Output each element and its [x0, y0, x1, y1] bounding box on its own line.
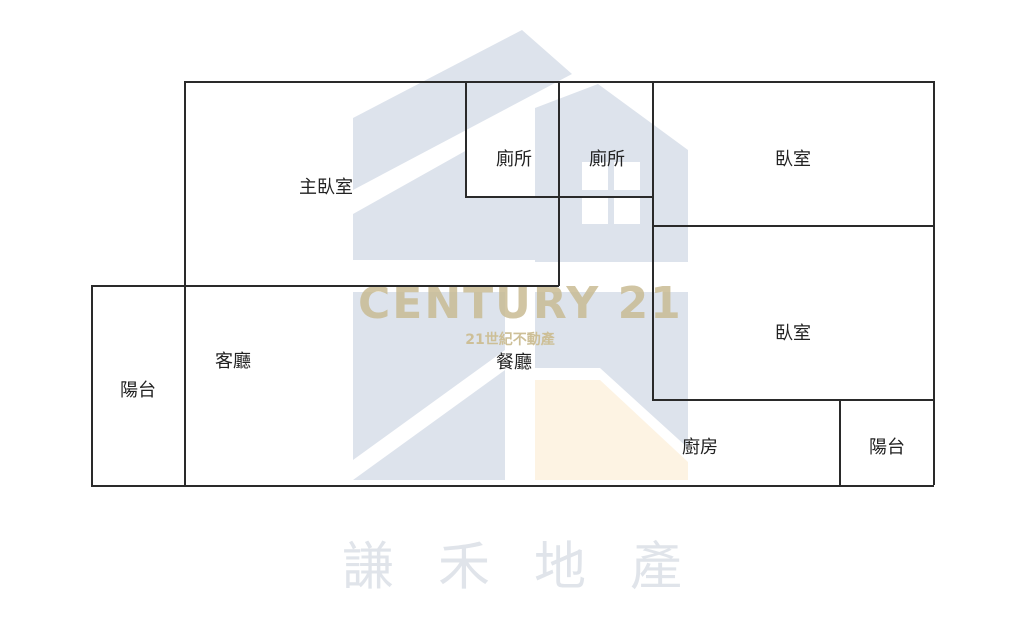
- wall: [558, 81, 560, 286]
- room-label-balcony-west: 陽台: [120, 380, 156, 401]
- wall: [91, 285, 185, 287]
- wall: [465, 81, 467, 197]
- room-label-toilet-1: 廁所: [496, 149, 532, 170]
- wall: [652, 399, 934, 401]
- wall: [91, 485, 934, 487]
- room-label-toilet-2: 廁所: [589, 149, 625, 170]
- room-label-kitchen: 廚房: [682, 437, 718, 458]
- wall: [933, 81, 935, 485]
- room-label-master-bedroom: 主臥室: [299, 177, 353, 198]
- room-label-balcony-east: 陽台: [869, 437, 905, 458]
- agency-watermark: 謙禾地產: [341, 537, 727, 598]
- wall: [184, 81, 186, 485]
- room-label-living-room: 客廳: [215, 351, 251, 372]
- wall: [839, 399, 841, 486]
- wall: [652, 225, 934, 227]
- century21-logo-text: CENTURY 21: [358, 278, 683, 329]
- room-label-bedroom-1: 臥室: [775, 149, 811, 170]
- wall: [91, 285, 93, 486]
- century21-subtitle: 21世紀不動產: [465, 332, 555, 348]
- room-label-bedroom-2: 臥室: [775, 323, 811, 344]
- wall: [184, 285, 559, 287]
- wall: [652, 81, 654, 400]
- room-label-dining-room: 餐廳: [496, 352, 532, 373]
